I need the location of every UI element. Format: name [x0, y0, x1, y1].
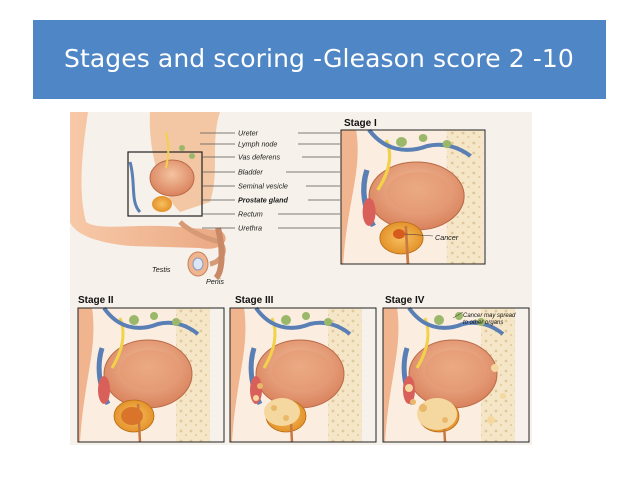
label-urethra: Urethra — [238, 224, 262, 233]
overview-anatomy — [70, 112, 226, 281]
prostate-stages-figure: Ureter Lymph node Vas deferens Bladder S… — [70, 112, 532, 445]
stage-3-panel — [230, 308, 377, 442]
stage-1-panel: Cancer — [341, 130, 485, 264]
label-vas-deferens: Vas deferens — [238, 153, 280, 162]
label-ureter: Ureter — [238, 129, 259, 138]
label-cancer: Cancer — [435, 233, 459, 242]
overview-labels: Ureter Lymph node Vas deferens Bladder S… — [152, 129, 289, 287]
label-lymph-node: Lymph node — [238, 140, 277, 149]
label-rectum: Rectum — [238, 210, 263, 219]
stage-3-title: Stage III — [235, 295, 274, 306]
label-seminal-vesicle: Seminal vesicle — [238, 182, 288, 191]
label-prostate-gland: Prostate gland — [238, 196, 289, 205]
label-penis: Penis — [206, 277, 224, 286]
slide-title: Stages and scoring -Gleason score 2 -10 — [64, 44, 574, 73]
overview-leaders — [200, 132, 340, 229]
label-testis: Testis — [152, 265, 171, 274]
label-bladder: Bladder — [238, 168, 263, 177]
title-bar: Stages and scoring -Gleason score 2 -10 — [33, 20, 606, 99]
stage-4-panel — [383, 308, 530, 442]
stage-1-title: Stage I — [344, 118, 377, 129]
stage-4-note-line-1: Cancer may spread — [463, 313, 516, 319]
stage-4-title: Stage IV — [385, 295, 425, 306]
figure-canvas: Ureter Lymph node Vas deferens Bladder S… — [70, 112, 530, 445]
stage-4-note-line-2: to other organs — [463, 320, 503, 326]
stage-2-panel — [78, 308, 225, 442]
stage-2-title: Stage II — [78, 295, 114, 306]
